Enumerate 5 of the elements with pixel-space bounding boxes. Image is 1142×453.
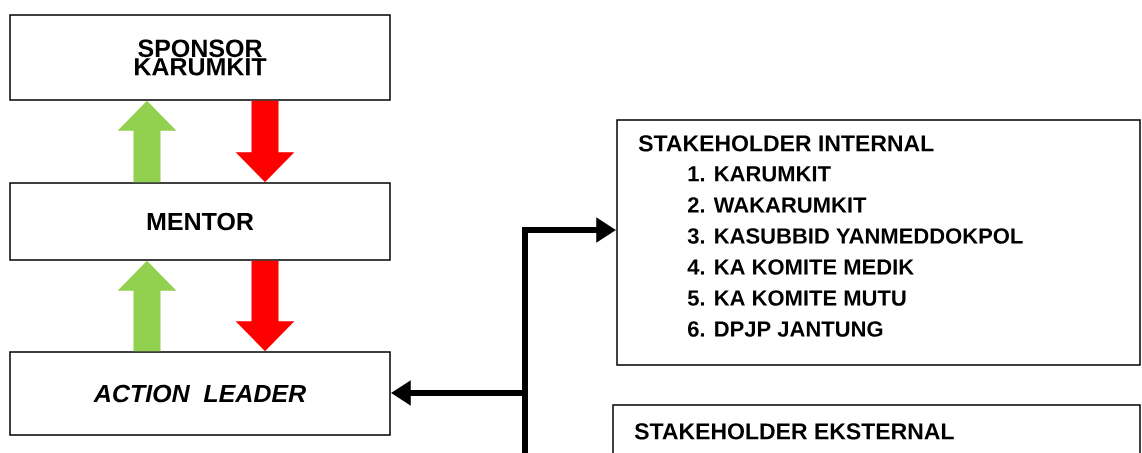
process-box: SPONSOR KARUMKIT <box>9 14 391 101</box>
stakeholder-box: STAKEHOLDER EKSTERNAL <box>612 404 1141 453</box>
stakeholder-box: STAKEHOLDER INTERNAL 1. KARUMKIT 2. WAKARUMKIT 3. KASUBBID YANMEDDOKPOL 4. KA KOMITE MEDIK 5. KA KOMITE MUTU 6. DPJP JANTUNG <box>616 119 1141 366</box>
process-box: MENTOR <box>9 182 391 261</box>
process-box: ACTION LEADER <box>9 351 391 436</box>
